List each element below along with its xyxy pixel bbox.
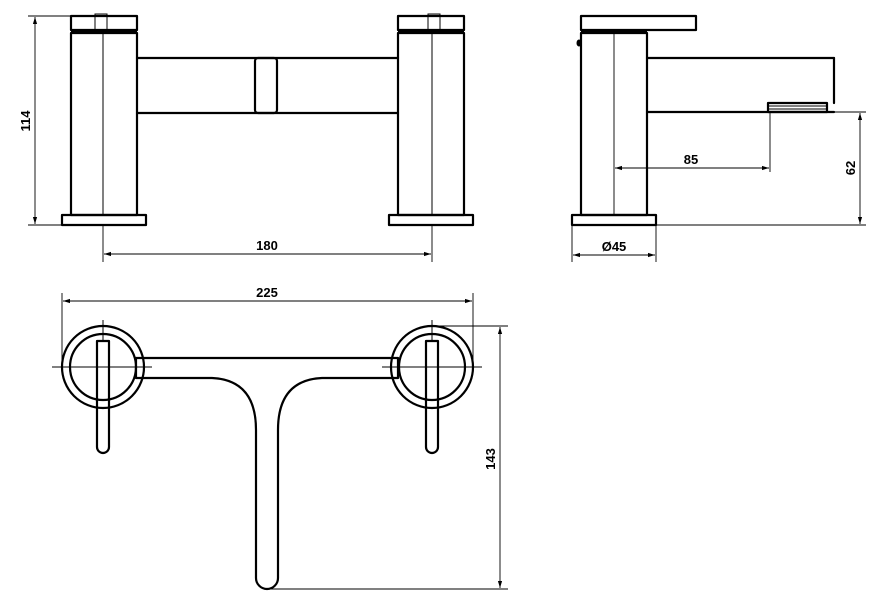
front-height-label: 114 [18, 110, 33, 132]
front-right-lever-stub [427, 13, 441, 31]
front-centers-label: 180 [256, 238, 278, 253]
front-left-pillar [69, 31, 139, 217]
plan-depth-label: 143 [483, 448, 498, 470]
front-right-handle [396, 14, 466, 32]
front-right-base [387, 213, 475, 227]
front-left-lever-stub [94, 13, 108, 31]
plan-left-lever [95, 339, 111, 455]
plan-width-label: 225 [256, 285, 278, 300]
front-right-handle-band [398, 29, 464, 33]
front-spout-collar [253, 56, 279, 115]
front-right-pillar [396, 31, 466, 217]
side-base-diameter-label: Ø45 [602, 239, 627, 254]
side-base [570, 213, 658, 227]
side-lever-band [581, 29, 647, 33]
side-view: 85 62 Ø45 [570, 14, 866, 262]
side-spout-height-label: 62 [843, 161, 858, 175]
front-left-base [60, 213, 148, 227]
front-left-handle [69, 14, 139, 32]
plan-bridge-and-spout [134, 356, 400, 591]
front-left-handle-band [71, 29, 137, 33]
plan-right-lever [424, 339, 440, 455]
side-aerator [766, 101, 829, 114]
side-lever [579, 14, 698, 32]
plan-view: 225 143 [52, 285, 508, 591]
front-view: 114 180 [18, 13, 475, 262]
side-reach-label: 85 [684, 152, 698, 167]
